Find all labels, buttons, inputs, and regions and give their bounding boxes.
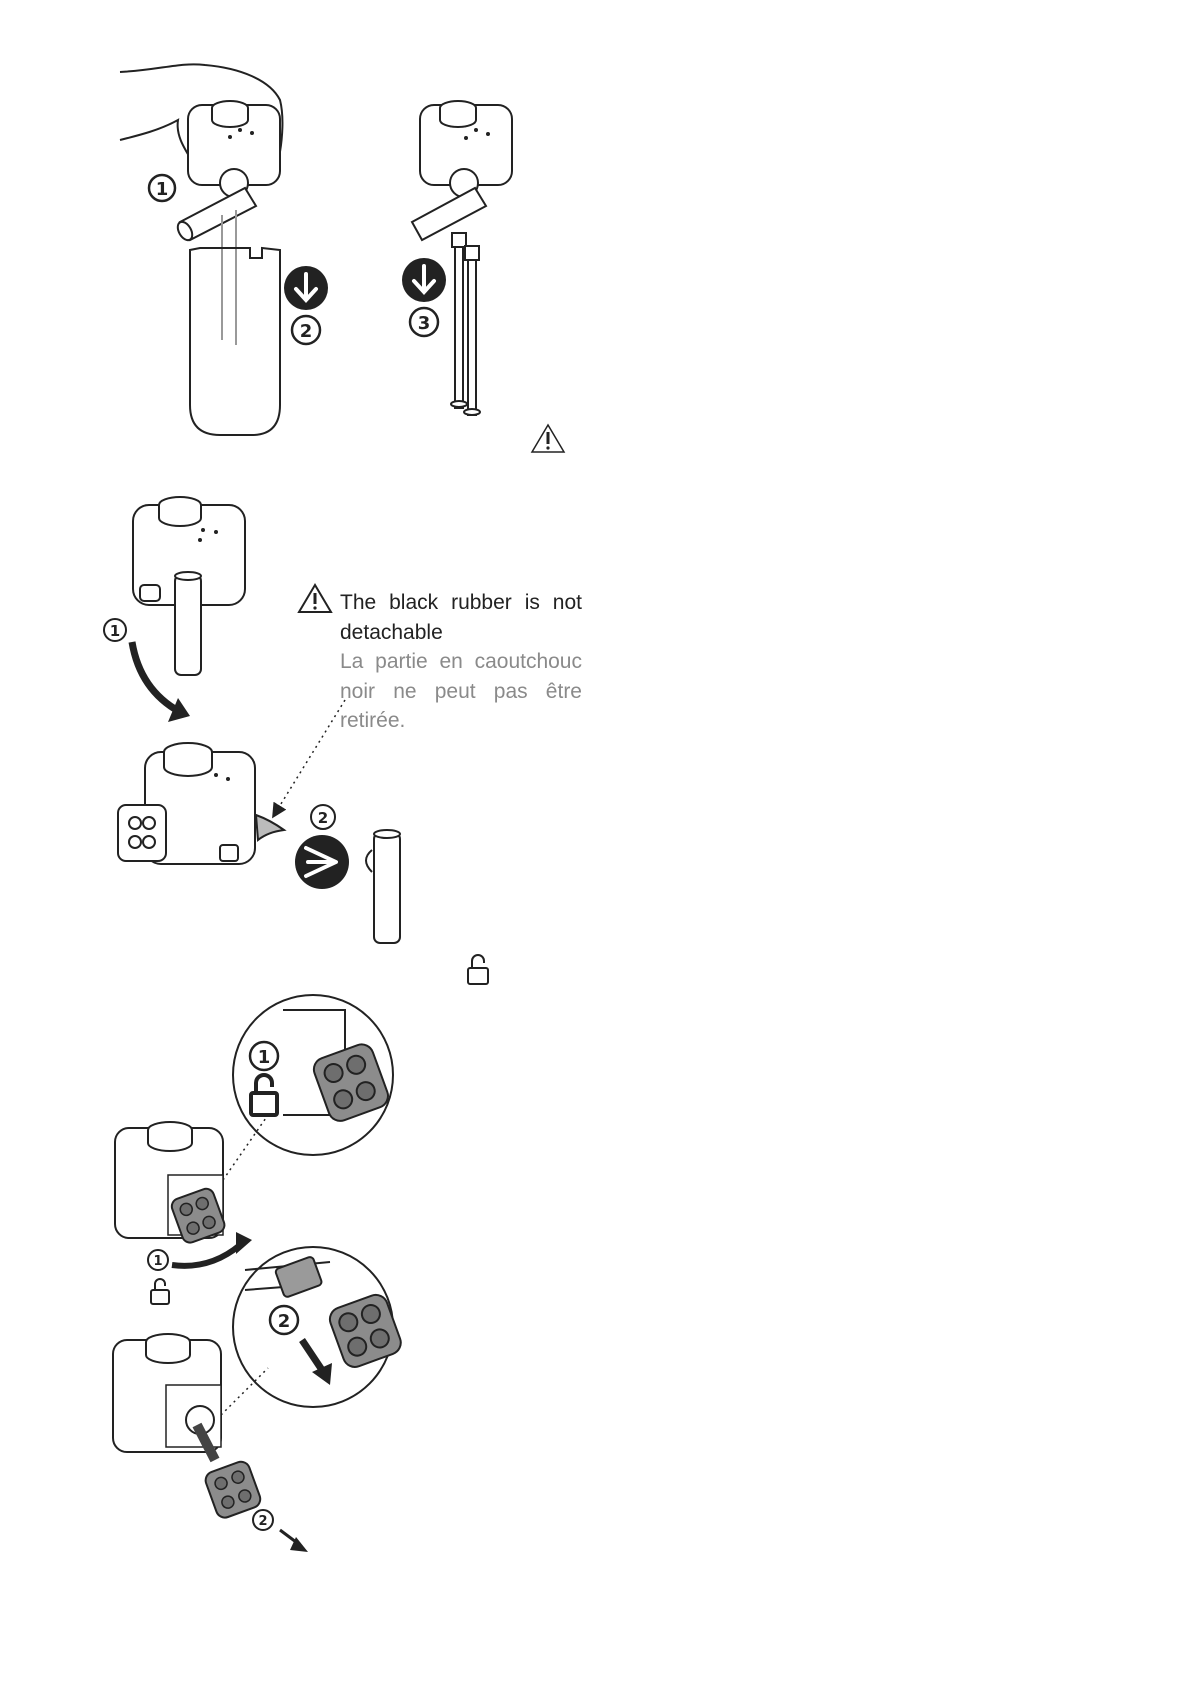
unlock-padlock-icon: [468, 955, 488, 984]
step-marker-2: 2: [300, 321, 313, 342]
step-marker-3: 3: [418, 313, 431, 334]
rotate-arrow-icon: [172, 1245, 240, 1266]
rotate-arrow-icon: [132, 642, 180, 712]
warning-text-en: The black rubber is not detachable: [340, 588, 582, 647]
detached-spout: [366, 830, 400, 943]
warning-text-fr: La partie en caoutchouc noir ne peut pas…: [340, 647, 582, 736]
figure-remove-connector: 1 1: [113, 995, 404, 1552]
detached-tubes: [451, 233, 480, 415]
step-marker-1: 1: [110, 622, 120, 640]
zoom-step-marker-2: 2: [278, 1311, 291, 1332]
warning-triangle-icon: [299, 585, 331, 612]
step-marker-1: 1: [156, 179, 169, 200]
zoom-step-marker-1: 1: [258, 1047, 271, 1068]
figure-remove-spout: 1 2: [104, 497, 488, 984]
warning-triangle-icon: [532, 425, 564, 452]
warning-note: The black rubber is not detachable La pa…: [340, 588, 582, 736]
step-marker-1: 1: [153, 1254, 162, 1269]
step-marker-2: 2: [318, 809, 328, 827]
unlock-padlock-icon: [151, 1279, 169, 1304]
step-marker-2: 2: [258, 1514, 267, 1529]
figure-remove-tank: 1 2 3: [120, 64, 564, 452]
